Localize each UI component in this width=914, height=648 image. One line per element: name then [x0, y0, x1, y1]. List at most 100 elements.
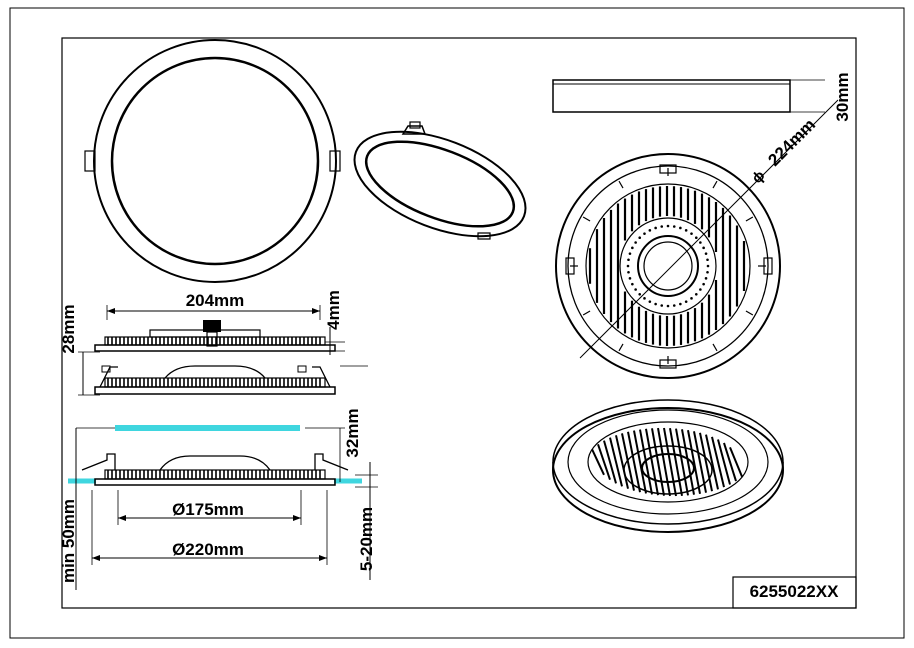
fin-line: [645, 428, 659, 496]
fin-line: [705, 434, 719, 490]
vent-dot: [660, 225, 664, 228]
vent-dot: [654, 302, 657, 306]
fin-line: [615, 435, 629, 489]
product-code: 6255022XX: [750, 582, 840, 601]
dim-4mm: 4mm: [324, 290, 343, 330]
vent-dot: [648, 229, 652, 232]
fin-line: [633, 430, 647, 494]
ring-slot: [582, 310, 591, 316]
vent-dot: [679, 302, 682, 306]
fin-line: [627, 431, 641, 493]
dim-28mm: 28mm: [59, 304, 78, 353]
fin-line: [663, 427, 677, 497]
vent-dot: [643, 297, 646, 300]
fin-line: [669, 428, 683, 496]
vent-dot: [666, 224, 670, 228]
back-view-fins: [570, 168, 766, 364]
dim-5-20mm: 5-20mm: [357, 507, 376, 571]
fin-line: [603, 440, 617, 484]
back-view: [555, 99, 839, 379]
fin-line: [729, 447, 743, 477]
vent-dot: [628, 252, 632, 255]
dim-min-50mm: min 50mm: [59, 499, 78, 583]
fin-line: [681, 429, 695, 495]
vent-dot: [654, 226, 657, 230]
vent-dot: [631, 246, 634, 250]
vent-dot: [684, 300, 688, 303]
vent-dot: [626, 264, 630, 268]
ring-slot: [712, 180, 718, 189]
fin-line: [621, 433, 635, 491]
dim-220mm: Ø220mm: [172, 540, 244, 559]
fin-line: [609, 437, 623, 487]
product-code-box: [732, 576, 857, 609]
vent-dot: [702, 282, 705, 286]
vent-dot: [694, 292, 698, 296]
dim-224mm: 224mm: [764, 115, 819, 170]
vent-dot: [694, 236, 698, 240]
fin-line: [693, 431, 707, 493]
cooling-fins-top: [107, 337, 321, 345]
vent-dot: [643, 232, 646, 235]
vent-dot: [638, 292, 642, 296]
ring-slot: [712, 343, 718, 352]
ring-slot: [618, 180, 624, 189]
perspective-back-view: [552, 399, 784, 533]
vent-dot: [679, 226, 682, 230]
cooling-fins-middle: [107, 378, 321, 387]
vent-dot: [702, 246, 705, 250]
front-view-ring: [84, 39, 341, 283]
fin-line: [711, 436, 725, 488]
ring-slot: [745, 216, 754, 222]
vent-dot: [634, 288, 637, 291]
fin-line: [723, 442, 737, 482]
perspective-view: [353, 121, 527, 240]
side-profile-top: [78, 305, 345, 396]
side-bar-view: [552, 79, 825, 113]
vent-dot: [648, 300, 652, 303]
fin-line: [657, 427, 671, 497]
vent-dot: [660, 304, 664, 307]
fin-line: [651, 428, 665, 496]
dim-204mm: 204mm: [186, 291, 245, 310]
vent-dot: [666, 304, 670, 308]
dim-32mm: 32mm: [343, 408, 362, 457]
perspective-fins: [591, 427, 743, 497]
dim-224mm-prefix: ϕ: [749, 167, 769, 187]
vent-dot: [634, 241, 637, 244]
vent-dot: [672, 304, 676, 307]
vent-dot: [706, 270, 709, 274]
vent-dot: [704, 252, 708, 255]
ring-slot: [745, 310, 754, 316]
dim-30mm: 30mm: [833, 72, 852, 121]
ring-slot: [582, 216, 591, 222]
fin-line: [687, 429, 701, 495]
inner-frame: [61, 37, 857, 609]
fin-line: [675, 428, 689, 496]
vent-dot: [672, 225, 676, 228]
vent-dot: [627, 258, 630, 262]
fin-line: [597, 443, 611, 481]
vent-dot: [699, 288, 702, 291]
dim-175mm: Ø175mm: [172, 500, 244, 519]
fin-line: [639, 429, 653, 495]
outer-frame: [9, 7, 905, 639]
installation-view: [68, 425, 378, 590]
fin-line: [591, 448, 605, 476]
fin-line: [699, 432, 713, 492]
cooling-fins-installed: [107, 470, 321, 479]
vent-dot: [690, 232, 693, 235]
vent-dot: [628, 277, 632, 280]
vent-dot: [699, 241, 702, 244]
vent-dot: [631, 282, 634, 286]
vent-dot: [638, 236, 642, 240]
vent-dot: [690, 297, 693, 300]
vent-dot: [627, 270, 630, 274]
vent-dot: [706, 264, 710, 268]
ring-slot: [618, 343, 624, 352]
vent-dot: [684, 229, 688, 232]
vent-dot: [706, 258, 709, 262]
vent-dot: [704, 277, 708, 280]
side-profile-middle: [94, 365, 368, 395]
